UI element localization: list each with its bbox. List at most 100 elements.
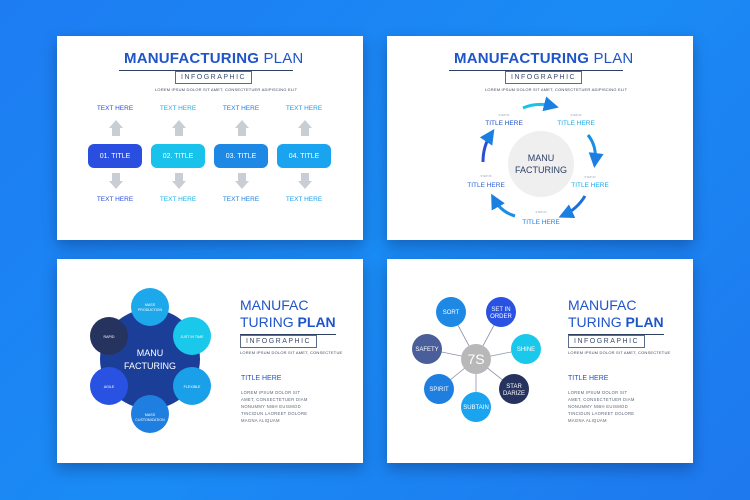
step-label: STEP 05 xyxy=(480,174,492,178)
petal-label-line: RAPID xyxy=(104,335,115,339)
arrow-up-stem xyxy=(301,128,309,136)
step-title: TITLE HERE xyxy=(557,120,595,127)
body-line: TINCIDUN LAOREET DOLORE xyxy=(568,411,635,416)
title-rule xyxy=(449,70,623,71)
cycle-center-line1: MANU xyxy=(528,153,555,163)
petal-rapid xyxy=(90,317,128,355)
body-line: LOREM IPSUM DOLOR SIT xyxy=(568,390,628,395)
section-title: TITLE HERE xyxy=(241,375,282,382)
seven-s-node-label: ORDER xyxy=(490,314,512,320)
seven-s-node-label: SORT xyxy=(443,310,460,316)
arrow-down-icon xyxy=(109,181,123,189)
body-line: LOREM IPSUM DOLOR SIT xyxy=(241,390,301,395)
step-title: TITLE HERE xyxy=(522,219,560,226)
arrow-down-stem xyxy=(175,173,183,181)
step-title: TITLE HERE xyxy=(571,182,609,189)
slide-lorem: LOREM IPSUM DOLOR SIT AMET, CONSECTETUE xyxy=(568,350,671,355)
slide-lorem: LOREM IPSUM DOLOR SIT AMET, CONSECTETUE xyxy=(240,350,343,355)
petal-label-line: CUSTOMIZATION xyxy=(135,418,165,422)
section-body: LOREM IPSUM DOLOR SIT AMET, CONSECTETUER … xyxy=(568,389,635,424)
seven-s-node xyxy=(511,334,541,364)
petal-label-line: PRODUCTION xyxy=(138,308,163,312)
seven-s-node-label: DARIZE xyxy=(503,391,525,397)
slide-title: MANUFAC TURING PLAN xyxy=(568,297,664,330)
seven-s-node-label: STAR xyxy=(506,384,522,390)
cycle-arrow-4 xyxy=(491,193,516,218)
petal-diagram: MANU FACTURING MASS PRODUCTION JUST IN T… xyxy=(90,288,211,433)
seven-s-node-label: SET IN xyxy=(491,307,510,313)
arrow-up-stem xyxy=(175,128,183,136)
cycle-center-circle xyxy=(508,131,574,197)
column-bottom-text: TEXT HERE xyxy=(222,196,260,203)
step-label: STEP 02 xyxy=(570,113,582,117)
column-top-text: TEXT HERE xyxy=(222,105,260,112)
petal-label-line: FLEXIBLE xyxy=(184,385,201,389)
seven-s-node xyxy=(461,392,491,422)
petal-flexible xyxy=(173,367,211,405)
cycle-diagram: MANU FACTURING STEP 01 TITLE HERE STEP 0… xyxy=(467,96,609,226)
arrow-up-stem xyxy=(238,128,246,136)
title-rule xyxy=(568,334,664,335)
seven-s-node xyxy=(412,334,442,364)
petal-mass-customization xyxy=(131,395,169,433)
slide-card-manufacturing-cycle[interactable]: MANUFACTURING PLAN INFOGRAPHIC LOREM IPS… xyxy=(387,36,693,240)
arrow-up-icon xyxy=(235,120,249,128)
step-label: STEP 01 xyxy=(498,113,510,117)
cycle-arrow-5 xyxy=(479,129,495,163)
seven-s-node-label: SAFETY xyxy=(415,347,438,353)
body-line: MAGNA ALIQUAM xyxy=(241,418,280,423)
arrow-up-stem xyxy=(112,128,120,136)
section-title: TITLE HERE xyxy=(568,375,609,382)
slide-card-manufacturing-columns[interactable]: MANUFACTURING PLAN INFOGRAPHIC LOREM IPS… xyxy=(57,36,363,240)
slide-card-manufacturing-petals[interactable]: MANU FACTURING MASS PRODUCTION JUST IN T… xyxy=(57,259,363,463)
slide-title: MANUFACTURING PLAN xyxy=(124,50,304,67)
arrow-down-icon xyxy=(298,181,312,189)
petal-label-line: MASS xyxy=(145,413,156,417)
slide-subtitle: INFOGRAPHIC xyxy=(568,335,646,348)
petal-label-line: JUST IN TIME xyxy=(180,335,204,339)
column-step-pill[interactable]: 03. TITLE xyxy=(214,144,268,168)
column-step-pill[interactable]: 01. TITLE xyxy=(88,144,142,168)
body-line: TINCIDUN LAOREET DOLORE xyxy=(241,411,308,416)
column-top-text: TEXT HERE xyxy=(96,105,134,112)
arrow-up-icon xyxy=(109,120,123,128)
petal-center-line2: FACTURING xyxy=(124,361,176,371)
arrow-down-icon xyxy=(235,181,249,189)
cycle-arrow-1 xyxy=(522,96,559,112)
center-7s-circle xyxy=(461,344,491,374)
step-label: STEP 03 xyxy=(584,175,596,179)
arrow-down-stem xyxy=(301,173,309,181)
seven-s-node-label: SHINE xyxy=(517,347,535,353)
body-line: NONUMMY NIBH EUISMOD xyxy=(241,404,301,409)
step-title: TITLE HERE xyxy=(467,182,505,189)
slide-title: MANUFAC TURING PLAN xyxy=(240,297,336,330)
body-line: AMET, CONSECTETUER DIAM xyxy=(568,397,635,402)
seven-s-node-label: SUBTAIN xyxy=(463,405,489,411)
petal-center-line1: MANU xyxy=(137,348,164,358)
slide-subtitle: INFOGRAPHIC xyxy=(505,71,583,84)
column-top-text: TEXT HERE xyxy=(159,105,197,112)
arrow-up-icon xyxy=(298,120,312,128)
petal-mass-production xyxy=(131,288,169,326)
arrow-down-stem xyxy=(238,173,246,181)
body-line: NONUMMY NIBH EUISMOD xyxy=(568,404,628,409)
column-bottom-text: TEXT HERE xyxy=(285,196,323,203)
column-step-pill[interactable]: 02. TITLE xyxy=(151,144,205,168)
slide-title: MANUFACTURING PLAN xyxy=(454,50,634,67)
cycle-center-line2: FACTURING xyxy=(515,165,567,175)
body-line: MAGNA ALIQUAM xyxy=(568,418,607,423)
section-body: LOREM IPSUM DOLOR SIT AMET, CONSECTETUER … xyxy=(241,389,308,424)
title-rule xyxy=(119,70,293,71)
column-bottom-text: TEXT HERE xyxy=(96,196,134,203)
seven-s-node xyxy=(424,374,454,404)
body-line: AMET, CONSECTETUER DIAM xyxy=(241,397,308,402)
arrow-down-icon xyxy=(172,181,186,189)
arrow-up-icon xyxy=(172,120,186,128)
column-step-pill[interactable]: 04. TITLE xyxy=(277,144,331,168)
slide-subtitle: INFOGRAPHIC xyxy=(240,335,318,348)
petal-agile xyxy=(90,367,128,405)
step-title: TITLE HERE xyxy=(485,120,523,127)
column-bottom-text: TEXT HERE xyxy=(159,196,197,203)
